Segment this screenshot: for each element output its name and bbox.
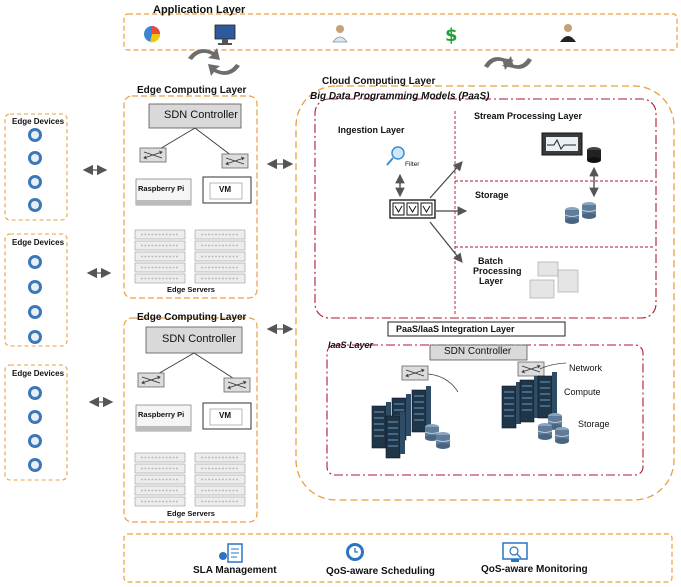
- bike-icon: [28, 175, 42, 189]
- paas-title: Big Data Programming Models (PaaS): [310, 91, 490, 102]
- person-icon: [28, 410, 42, 424]
- car-icon: [28, 458, 42, 472]
- bike-icon: [28, 434, 42, 448]
- vm-label-2: VM: [219, 411, 231, 420]
- cloud-icon: [28, 128, 42, 142]
- svg-text:$: $: [445, 25, 458, 46]
- integration-layer-label: PaaS/IaaS Integration Layer: [396, 324, 515, 334]
- network-label: Network: [569, 363, 603, 373]
- iaas-storage-label: Storage: [578, 419, 610, 429]
- device-edge-arrows: [82, 158, 294, 408]
- queue-output-arrows: [429, 161, 468, 263]
- batch-boxes-icon: [529, 261, 579, 299]
- compute-label: Compute: [564, 387, 601, 397]
- integration-layer-box: [387, 321, 566, 337]
- vm-label-1: VM: [219, 185, 231, 194]
- batch-label-line1: Batch: [478, 256, 504, 266]
- edge-devices-group-2: [4, 233, 68, 347]
- storage-label: Storage: [475, 190, 509, 200]
- batch-label-line3: Layer: [479, 276, 504, 286]
- qos-scheduling-label: QoS-aware Scheduling: [326, 566, 435, 577]
- edge-devices-title-1: Edge Devices: [12, 117, 65, 126]
- app-cloud-arrows: [484, 56, 532, 70]
- monitoring-icon: [502, 542, 528, 562]
- edge-layer-title-1: Edge Computing Layer: [137, 85, 247, 96]
- cloud-icon: [28, 386, 42, 400]
- person-icon: [28, 280, 42, 294]
- paas-box: [314, 98, 657, 319]
- doctor-icon: [332, 25, 348, 43]
- stream-monitor-icon: [541, 132, 583, 156]
- raspberry-pi-label-2: Raspberry Pi: [138, 410, 185, 419]
- edge-servers-label-1: Edge Servers: [167, 285, 215, 294]
- batch-label-line2: Processing: [473, 266, 522, 276]
- edge-devices-title-3: Edge Devices: [12, 369, 65, 378]
- cloud-computing-layer-box: [295, 85, 675, 501]
- dollar-icon: $: [445, 25, 458, 46]
- monitor-icon: [214, 24, 236, 45]
- edge-devices-group-3: [4, 364, 68, 481]
- iaas-sdn-controller-label: SDN Controller: [444, 346, 512, 357]
- businessman-icon: [560, 24, 576, 42]
- database-icon: [564, 206, 580, 225]
- sdn-controller-label-2: SDN Controller: [162, 333, 236, 345]
- document-icon: [219, 543, 243, 563]
- database-icon: [581, 201, 597, 220]
- car-icon: [28, 330, 42, 344]
- application-layer-box: [123, 13, 678, 51]
- ingestion-layer-label: Ingestion Layer: [338, 125, 405, 135]
- sla-management-label: SLA Management: [193, 565, 277, 576]
- edge-computing-layer-1: [123, 95, 258, 299]
- app-edge-arrows: [188, 48, 240, 76]
- edge-computing-layer-2: [123, 317, 258, 523]
- cloud-icon: [28, 255, 42, 269]
- queue-icon: [389, 199, 436, 219]
- edge-devices-group-1: [4, 113, 68, 221]
- clock-icon: [346, 543, 364, 561]
- cloud-layer-title: Cloud Computing Layer: [322, 76, 436, 87]
- iaas-box: [326, 344, 644, 476]
- bike-icon: [28, 305, 42, 319]
- magnifier-icon: [386, 146, 405, 166]
- person-icon: [28, 151, 42, 165]
- pie-chart-icon: [144, 26, 161, 43]
- edge-layer-title-2: Edge Computing Layer: [137, 312, 247, 323]
- database-icon: [587, 147, 601, 163]
- sdn-controller-label-1: SDN Controller: [164, 109, 238, 121]
- car-icon: [28, 198, 42, 212]
- iaas-title: IaaS Layer: [328, 340, 374, 350]
- raspberry-pi-label-1: Raspberry Pi: [138, 184, 185, 193]
- qos-monitoring-label: QoS-aware Monitoring: [481, 564, 588, 575]
- edge-servers-label-2: Edge Servers: [167, 509, 215, 518]
- application-layer-title: Application Layer: [153, 4, 246, 16]
- stream-processing-label: Stream Processing Layer: [474, 111, 583, 121]
- edge-devices-title-2: Edge Devices: [12, 238, 65, 247]
- filter-label: Filter: [405, 161, 420, 168]
